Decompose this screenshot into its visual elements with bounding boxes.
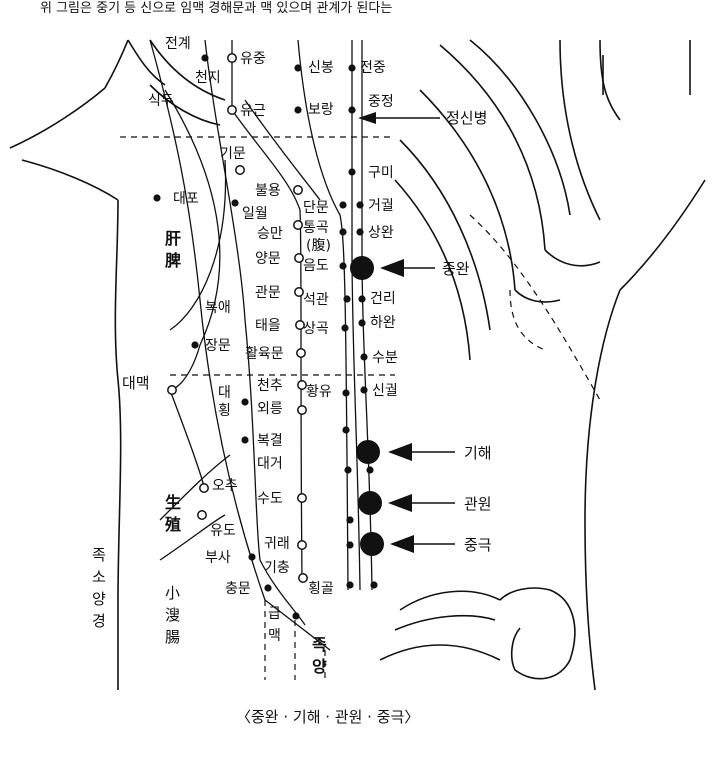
meridian-lines [149, 39, 373, 651]
yang: 양 [312, 657, 327, 676]
label-buksa: 부사 [205, 550, 231, 566]
label-boge: 복애 [205, 300, 231, 316]
label-sindu: 식두 [148, 93, 174, 109]
label-sanggok: 상곡 [303, 321, 329, 337]
label-daemaek: 대맥 [122, 374, 150, 392]
jokso-1: 족 [92, 546, 106, 564]
label-geolli: 건리 [370, 291, 396, 307]
label-hoenggol: 횡골 [308, 581, 334, 597]
label-jungjeong: 중정 [368, 94, 394, 110]
organ-labels: 肝 脾 生 殖 小 溲 腸 [164, 229, 181, 646]
label-chungmun: 충문 [225, 581, 251, 597]
header-text: 위 그림은 중기 등 신으로 임맥 경해문과 맥 있으며 관계가 된다는 [40, 1, 392, 16]
label-eumdo: 음도 [303, 258, 329, 274]
label-singwol: 신궐 [372, 383, 398, 399]
label-sangwan: 상완 [368, 225, 394, 241]
figure-caption: 〈중완 · 기해 · 관원 · 중극〉 [236, 708, 419, 726]
organ-bi: 脾 [165, 251, 181, 270]
callout-gwanwon: 관원 [464, 495, 492, 513]
organ-saeng: 生 [165, 493, 181, 512]
label-daegeo: 대거 [257, 456, 283, 472]
label-dangmun: 단문 [303, 200, 329, 216]
maek: 맥 [268, 628, 281, 644]
label-gwirae: 귀래 [264, 536, 290, 552]
label-jeongye: 전계 [165, 36, 191, 52]
label-seungman: 승만 [257, 226, 283, 242]
label-hwalyukmun: 활육문 [245, 346, 284, 362]
label-gichung: 기충 [264, 560, 290, 576]
label-cheonji: 천지 [195, 70, 221, 86]
organ-so: 小 [165, 584, 180, 602]
geup: 급 [268, 606, 281, 622]
label-gumi: 구미 [368, 165, 394, 181]
body-outline [9, 39, 706, 691]
label-jeonjung: 전중 [360, 60, 386, 76]
label-daepo: 대포 [173, 191, 199, 207]
callout-gihae: 기해 [464, 444, 492, 462]
label-bunbun: 수분 [372, 350, 398, 366]
callouts: 정신병 중완 기해 관원 중극 [358, 109, 492, 554]
label-borang: 보랑 [308, 102, 334, 118]
label-yujung: 유중 [240, 51, 266, 67]
organ-jang: 腸 [165, 628, 180, 646]
label-gimun: 기문 [220, 146, 246, 162]
label-yangmun: 양문 [255, 251, 281, 267]
vertical-labels: 족 소 양 경 급 맥 족 양 [92, 546, 327, 676]
label-dae: 대 [218, 385, 231, 401]
label-oereung: 외릉 [257, 401, 283, 417]
label-ochu: 오추 [212, 478, 238, 494]
organ-su: 溲 [165, 606, 180, 624]
label-geogwol: 거궐 [368, 198, 394, 214]
label-gwanmun: 관문 [255, 285, 281, 301]
acupoints-filled [153, 54, 384, 620]
label-sinbong: 신봉 [308, 60, 334, 76]
label-hawan: 하완 [370, 315, 396, 331]
jokso-2: 소 [92, 568, 106, 586]
callout-jungwan: 중완 [442, 260, 470, 278]
dashed-guides [120, 136, 601, 680]
label-yudo: 유도 [210, 523, 236, 539]
point-labels: 전계 유중 천지 식두 유근 기문 대포 일월 불용 승만 양문 관문 태을 활… [122, 36, 398, 597]
label-cheonchu: 천추 [257, 378, 283, 394]
jokso-4: 경 [92, 612, 106, 630]
organ-gan: 肝 [165, 229, 181, 248]
organ-sik: 殖 [164, 515, 181, 534]
label-boreum: 불용 [255, 183, 281, 199]
jok: 족 [312, 635, 327, 654]
callout-junggeuk: 중극 [464, 536, 492, 554]
label-jangmun: 장문 [205, 338, 231, 354]
label-hoeng: 횡 [218, 403, 231, 419]
label-sudo: 수도 [257, 491, 283, 507]
label-taeeul: 태을 [255, 318, 281, 334]
label-hwangyu: 황유 [306, 384, 332, 400]
label-bokgyeol: 복결 [257, 433, 283, 449]
acupoints-open [167, 53, 308, 583]
callout-jeongsinbyeong: 정신병 [446, 109, 487, 127]
jokso-3: 양 [92, 590, 106, 608]
label-bok: (腹) [306, 237, 331, 254]
label-tonggok: 통곡 [303, 220, 329, 236]
label-ilwol: 일월 [242, 206, 268, 222]
label-seokgwan: 석관 [303, 292, 329, 308]
label-yugeun: 유근 [240, 103, 266, 119]
